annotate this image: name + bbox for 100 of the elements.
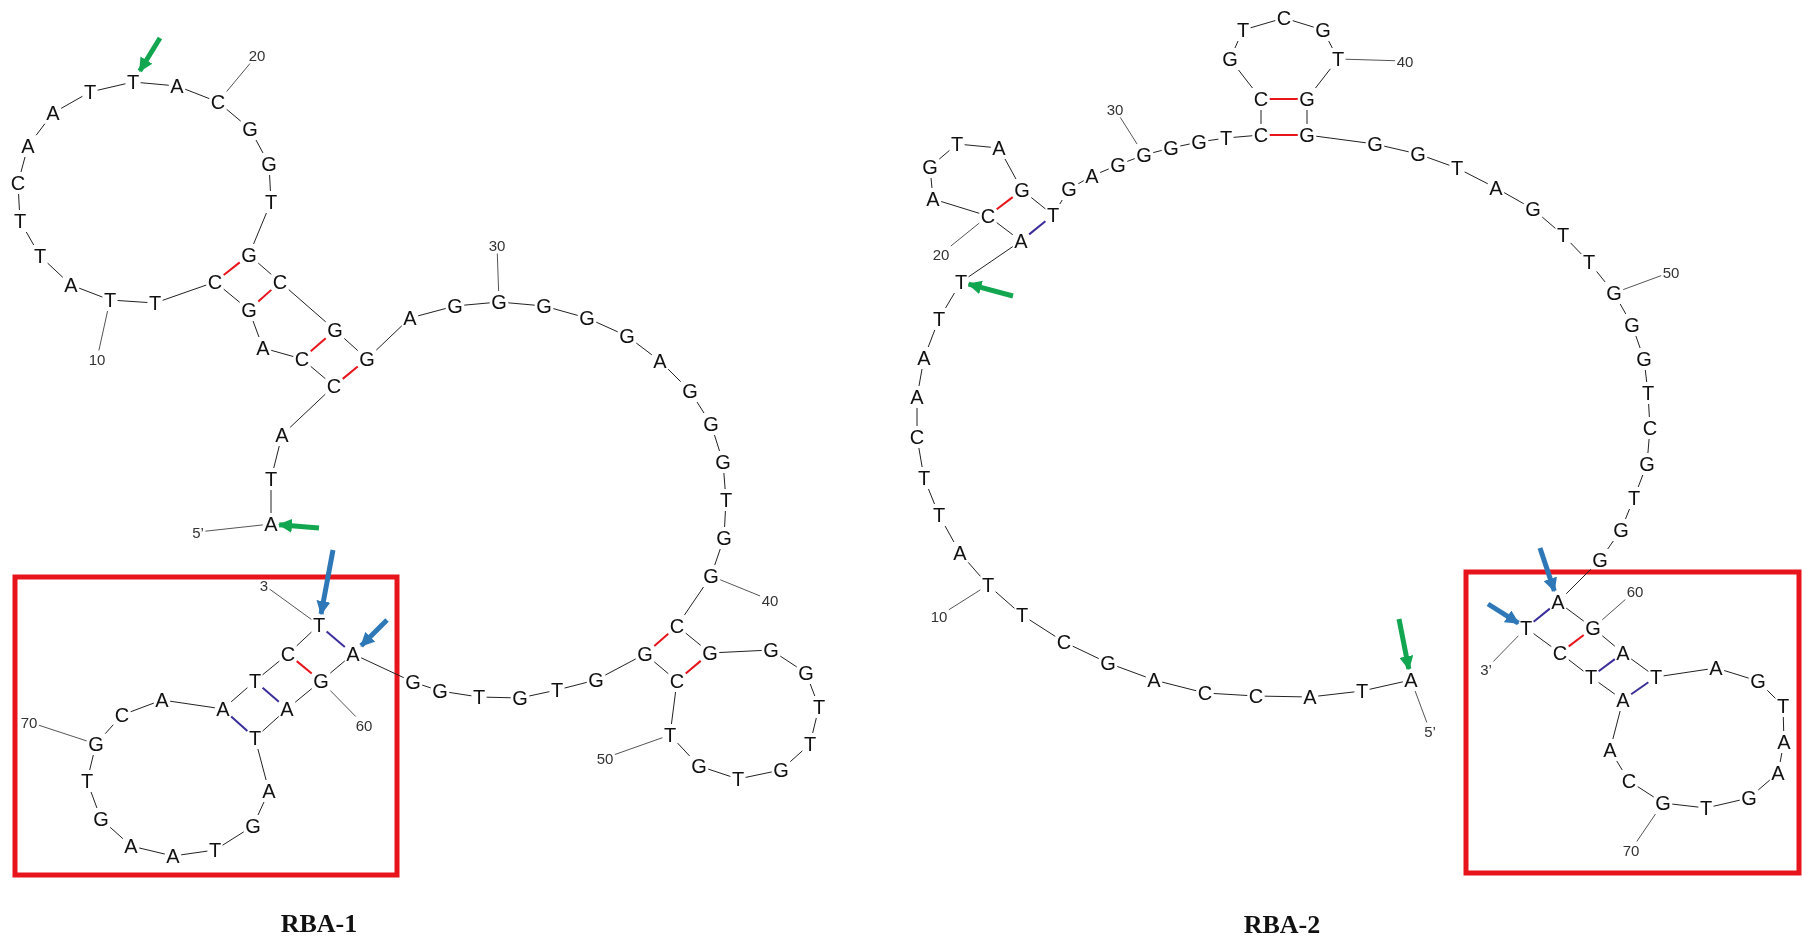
nucleotide-letter: T (1219, 128, 1233, 148)
nucleotide-letter: A (166, 846, 180, 866)
nucleotide-letter: A (1489, 178, 1503, 198)
backbone-line (289, 393, 326, 428)
position-number: 60 (1626, 583, 1644, 599)
nucleotide-letter: G (716, 528, 732, 548)
nucleotide-letter: A (216, 699, 230, 719)
backbone-line (257, 801, 265, 816)
backbone-line (653, 661, 669, 675)
backbone-line (1598, 681, 1616, 695)
nucleotide-letter: G (1163, 138, 1179, 158)
nucleotide-letter: A (280, 699, 294, 719)
nucleotide-letter: T (1556, 225, 1570, 245)
backbone-line (1713, 799, 1741, 807)
leader-line (1492, 635, 1519, 662)
nucleotide-letter: C (1642, 418, 1658, 438)
leader-line (38, 724, 88, 742)
backbone-line (930, 177, 933, 189)
nucleotide-letter: T (248, 728, 262, 748)
backbone-line (78, 287, 103, 298)
backbone-line (310, 365, 326, 380)
nucleotide-letter: T (472, 687, 486, 707)
nucleotide-letter: G (1636, 349, 1652, 369)
backbone-line (262, 660, 280, 676)
nucleotide-letter: T (932, 309, 946, 329)
nucleotide-letter: C (669, 616, 685, 636)
nucleotide-letter: G (1191, 132, 1207, 152)
pointer-arrow (278, 518, 320, 533)
nucleotide-letter: A (992, 138, 1006, 158)
nucleotide-letter: G (512, 688, 528, 708)
backbone-line (1663, 668, 1709, 677)
backbone-line (343, 337, 359, 352)
nucleotide-letter: G (1410, 144, 1426, 164)
backbone-line (723, 472, 726, 490)
backbone-line (1072, 645, 1100, 660)
position-number: 50 (596, 750, 614, 766)
backbone-line (184, 88, 210, 100)
backbone-line (309, 337, 327, 353)
nucleotide-letter: C (294, 349, 310, 369)
backbone-line (255, 139, 264, 154)
nucleotide-letter: G (637, 644, 653, 664)
nucleotide-letter: G (1299, 125, 1315, 145)
nucleotide-letter: T (148, 293, 162, 313)
backbone-line (724, 510, 726, 528)
nucleotide-letter: A (264, 514, 278, 534)
backbone-line (117, 300, 148, 303)
position-number: 10 (930, 608, 948, 624)
nucleotide-letter: G (798, 663, 814, 683)
nucleotide-letter: A (21, 136, 35, 156)
nucleotide-letter: A (917, 348, 931, 368)
backbone-line (944, 525, 955, 543)
backbone-line (1637, 474, 1644, 488)
nucleotide-letter: C (1552, 643, 1568, 663)
backbone-line (1213, 693, 1248, 696)
position-number: 70 (20, 714, 38, 730)
backbone-line (779, 655, 798, 668)
backbone-line (25, 231, 35, 246)
backbone-line (1570, 242, 1582, 255)
backbone-line (97, 83, 126, 91)
nucleotide-letter: T (1450, 158, 1464, 178)
nucleotide-letter: T (1627, 488, 1641, 508)
nucleotide-letter: G (93, 809, 109, 829)
nucleotide-letter: A (275, 425, 289, 445)
nucleotide-letter: G (1655, 793, 1671, 813)
backbone-line (1383, 145, 1410, 153)
backbone-line (653, 632, 670, 647)
nucleotide-letter: C (1253, 125, 1269, 145)
backbone-line (1541, 216, 1556, 229)
nucleotide-letter: A (653, 351, 667, 371)
backbone-line (996, 222, 1014, 236)
nucleotide-letter: C (326, 376, 342, 396)
backbone-line (329, 660, 346, 674)
nucleotide-letter: G (405, 672, 421, 692)
backbone-line (945, 292, 955, 309)
nucleotide-letter: T (80, 771, 94, 791)
position-number: 20 (248, 47, 266, 63)
nucleotide-letter: A (46, 103, 60, 123)
nucleotide-letter: T (1649, 667, 1663, 687)
leader-line (226, 63, 251, 92)
backbone-line (20, 156, 26, 173)
backbone-line (1029, 619, 1056, 637)
backbone-line (809, 683, 816, 697)
nucleotide-letter: C (909, 427, 925, 447)
nucleotide-letter: C (280, 644, 296, 664)
backbone-line (222, 261, 241, 277)
leader-line (1414, 690, 1428, 723)
backbone-line (463, 302, 491, 306)
nucleotide-letter: G (88, 734, 104, 754)
nucleotide-letter: T (1519, 618, 1533, 638)
backbone-line (60, 95, 83, 109)
backbone-line (47, 262, 64, 278)
backbone-line (1619, 303, 1627, 315)
nucleotide-letter: G (1585, 618, 1601, 638)
backbone-line (1260, 109, 1262, 125)
backbone-line (223, 288, 241, 303)
backbone-line (109, 826, 124, 840)
backbone-line (1601, 635, 1616, 647)
backbone-line (138, 847, 166, 855)
backbone-line (552, 308, 579, 316)
nucleotide-letter: T (803, 734, 817, 754)
